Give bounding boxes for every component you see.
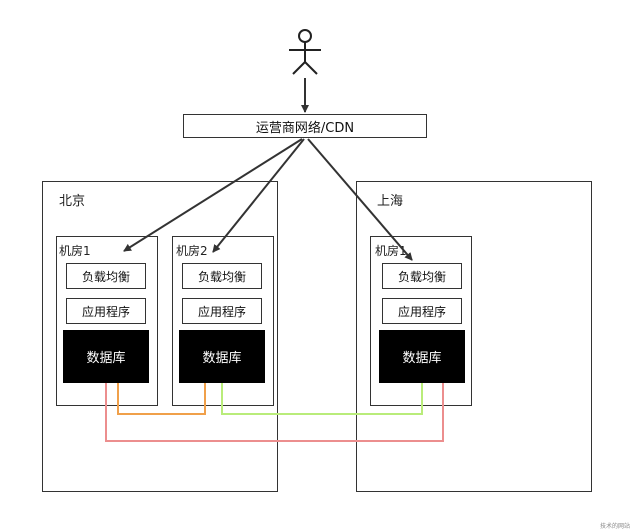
load-balancer-box: 负载均衡 <box>382 263 462 289</box>
room-label: 机房1 <box>375 244 407 258</box>
watermark: 技术的网站 <box>600 523 631 530</box>
region-label: 上海 <box>377 194 404 209</box>
region-label: 北京 <box>59 194 86 209</box>
load-balancer-box: 负载均衡 <box>66 263 146 289</box>
stick-figure-icon <box>289 29 321 75</box>
application-box: 应用程序 <box>182 298 262 324</box>
cdn-box: 运营商网络/CDN <box>183 114 427 138</box>
load-balancer-box: 负载均衡 <box>182 263 262 289</box>
room-label: 机房1 <box>59 244 91 258</box>
database-box: 数据库 <box>379 330 465 383</box>
application-box: 应用程序 <box>382 298 462 324</box>
application-box: 应用程序 <box>66 298 146 324</box>
database-box: 数据库 <box>63 330 149 383</box>
room-label: 机房2 <box>176 244 208 258</box>
database-box: 数据库 <box>179 330 265 383</box>
